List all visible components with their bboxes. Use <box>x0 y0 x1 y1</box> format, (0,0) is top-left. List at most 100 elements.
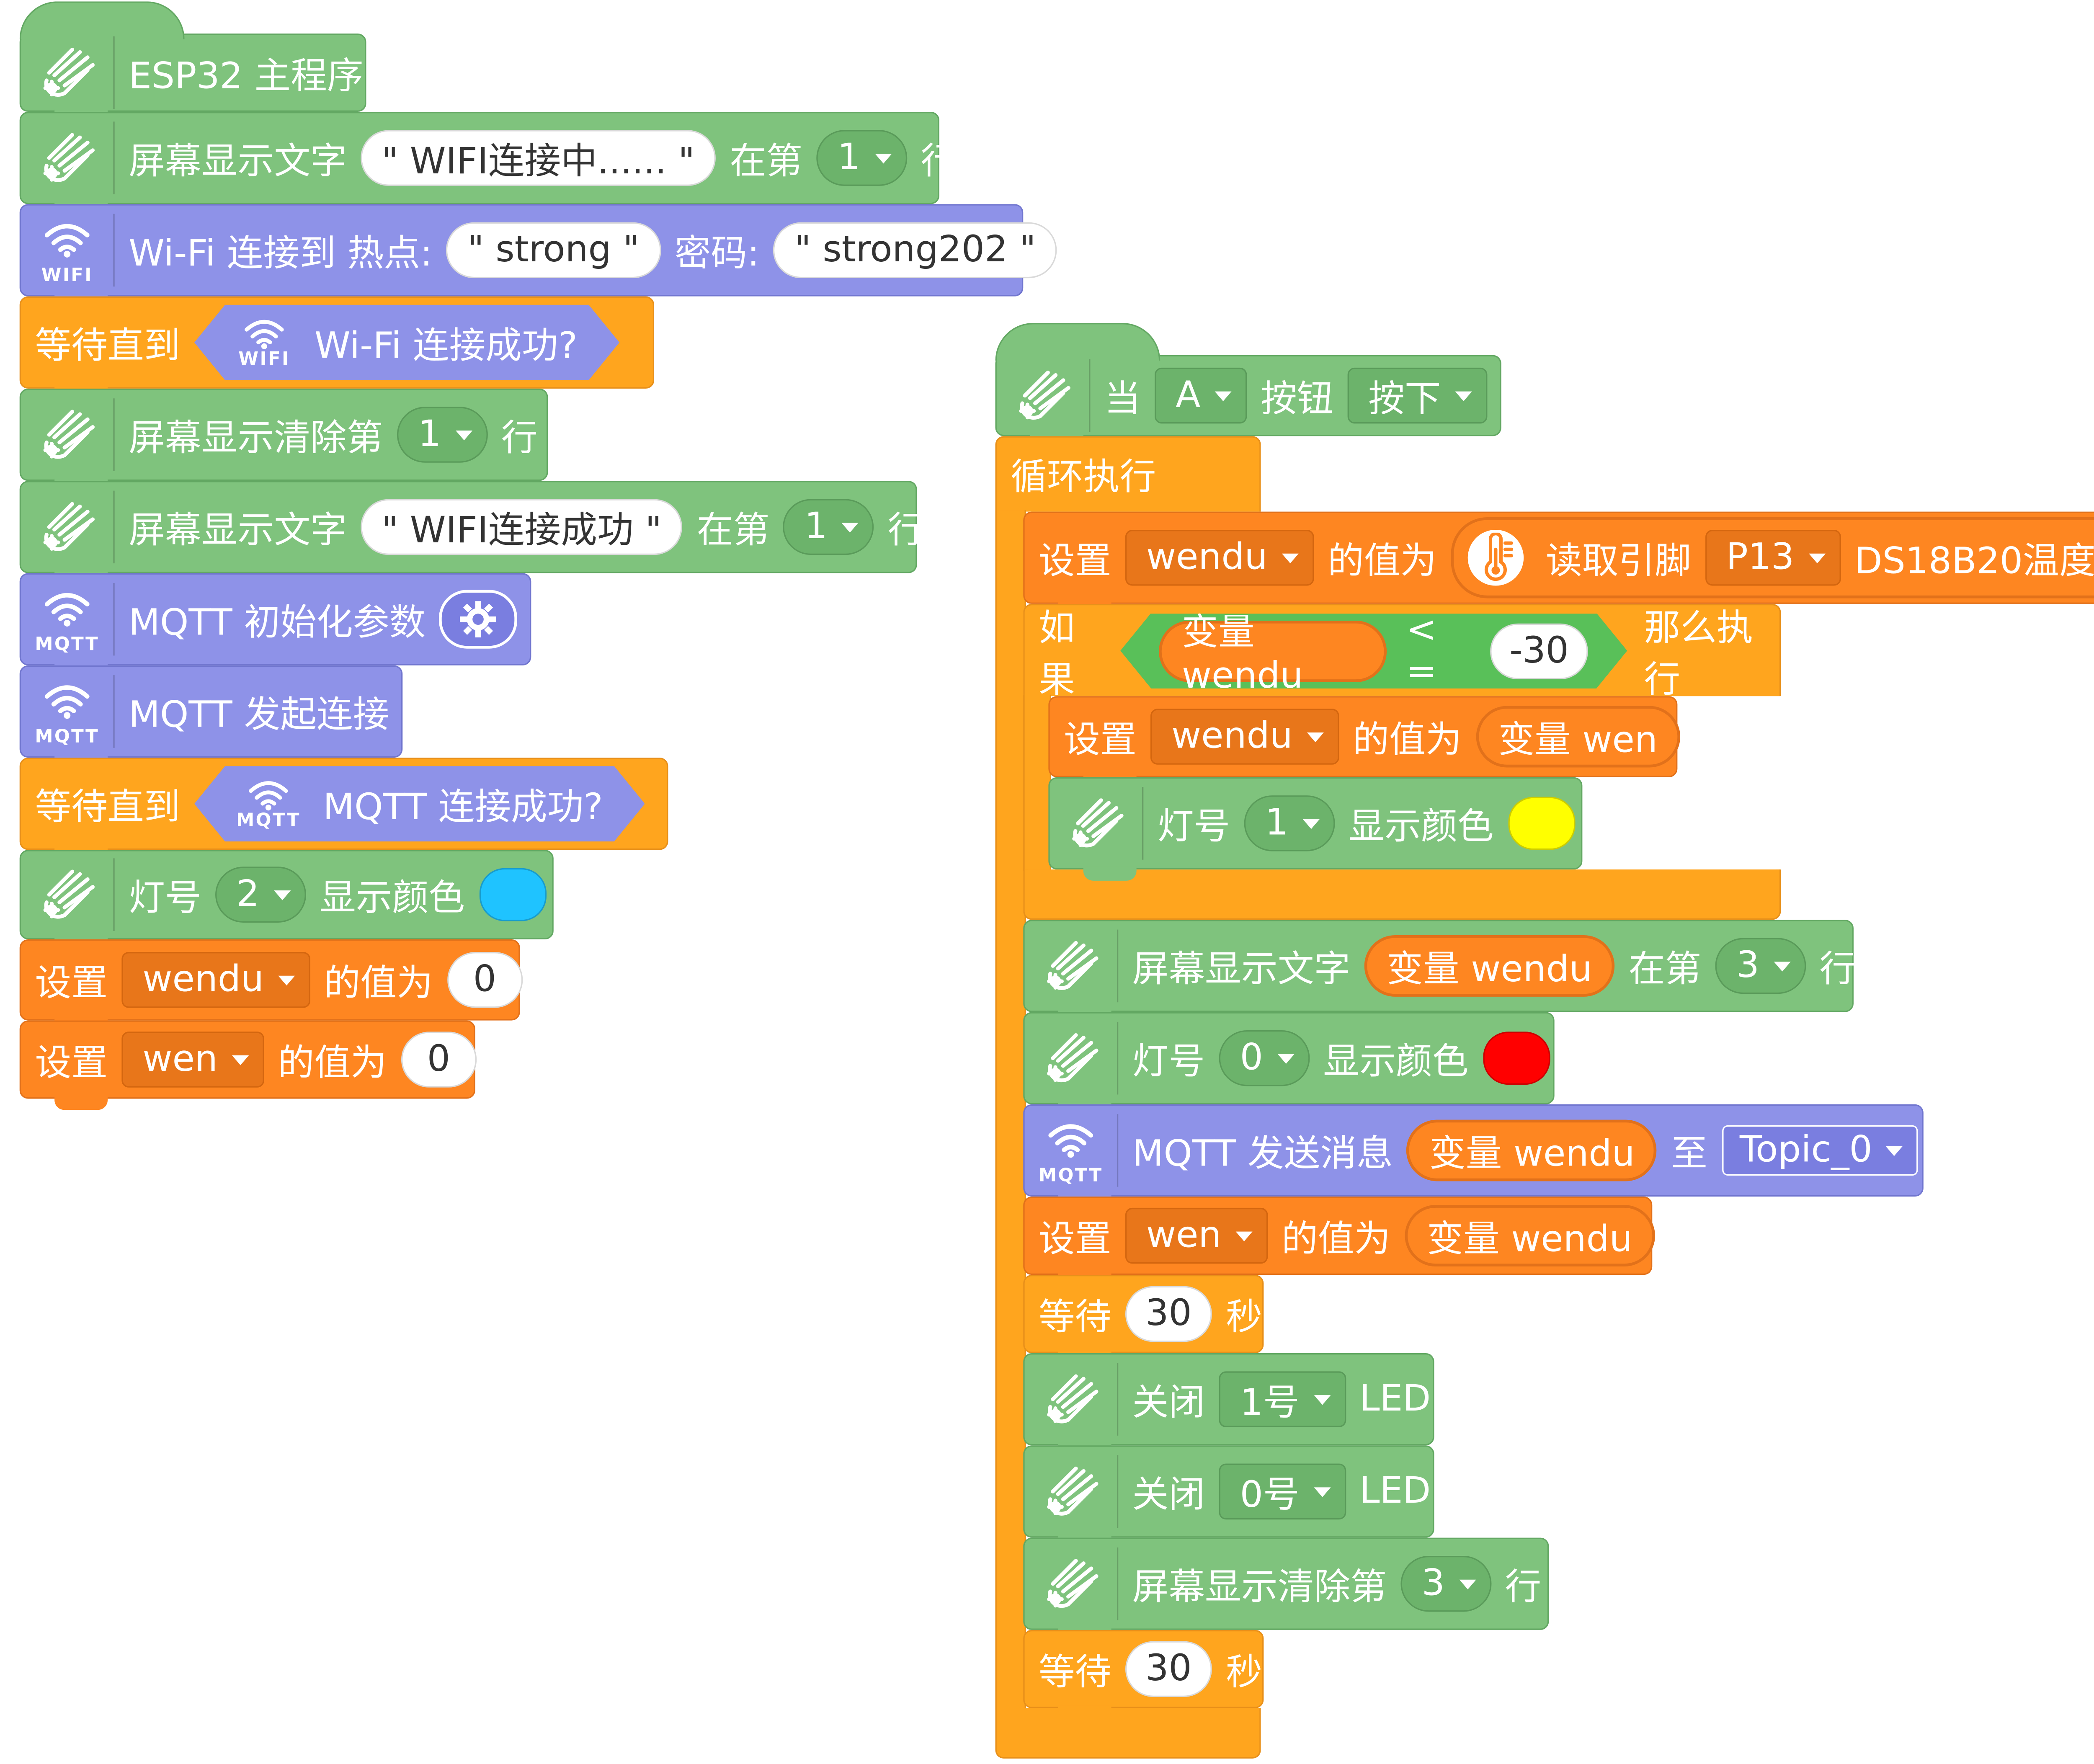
block-label: 设置 <box>35 1042 108 1084</box>
screen-show-text-block[interactable]: 屏幕显示文字 " WIFI连接成功 " 在第 1 行 <box>19 481 924 585</box>
led-color-block[interactable]: 灯号 2 显示颜色 <box>19 850 554 951</box>
mqtt-connected-condition[interactable]: MQTT MQTT 连接成功? <box>194 766 645 841</box>
block-label: MQTT 发送消息 <box>1132 1133 1393 1175</box>
line-dropdown[interactable]: 1 <box>783 499 874 555</box>
set-variable-block[interactable]: 设置 wendu 的值为 变量 wen <box>1048 696 1680 789</box>
ds18b20-read-reporter[interactable]: 读取引脚 P13 DS18B20温度(℃) <box>1450 517 2094 598</box>
block-label: 灯号 <box>1157 806 1230 848</box>
variable-reporter[interactable]: 变量 wendu <box>1160 620 1387 681</box>
row-label: 行 <box>501 417 538 459</box>
mqtt-init-block[interactable]: MQTT MQTT 初始化参数 <box>19 573 531 677</box>
color-swatch-red[interactable] <box>1482 1032 1550 1085</box>
set-variable-block[interactable]: 设置 wendu 的值为 0 <box>19 939 523 1032</box>
pin-name: P13 <box>1726 536 1795 579</box>
led-name: 1号 <box>1240 1382 1300 1424</box>
chevron-down-icon <box>1459 1579 1476 1589</box>
forever-loop-block[interactable]: 循环执行 <box>995 436 1261 512</box>
esp32-hand-icon <box>1033 1363 1119 1436</box>
wifi-icon: WIFI <box>29 214 115 287</box>
screen-show-text-block[interactable]: 屏幕显示文字 变量 wendu 在第 3 行 <box>1023 920 1856 1024</box>
variable-reporter[interactable]: 变量 wendu <box>1404 1205 1655 1267</box>
wait-seconds-block[interactable]: 等待 30 秒 <box>1023 1630 1264 1720</box>
set-variable-block[interactable]: 设置 wen 的值为 变量 wendu <box>1023 1197 1655 1286</box>
esp32-hand-icon <box>1033 929 1119 1003</box>
action-dropdown[interactable]: 按下 <box>1347 367 1487 424</box>
line-dropdown[interactable]: 1 <box>397 407 487 463</box>
text-input[interactable]: " WIFI连接成功 " <box>361 499 683 555</box>
button-event-hat-block[interactable]: 当 A 按钮 按下 <box>995 323 1501 448</box>
led-number-dropdown[interactable]: 0 <box>1219 1030 1310 1086</box>
mqtt-connect-block[interactable]: MQTT MQTT 发起连接 <box>19 665 403 769</box>
turn-off-led-block[interactable]: 关闭 1号 LED <box>1023 1353 1434 1457</box>
wait-until-wifi-block[interactable]: 等待直到 WIFI Wi-Fi 连接成功? <box>19 296 655 400</box>
seconds-input[interactable]: 30 <box>1125 1286 1212 1342</box>
line-dropdown[interactable]: 1 <box>816 130 907 186</box>
esp32-hand-icon <box>29 398 115 471</box>
wifi-connect-block[interactable]: WIFI Wi-Fi 连接到 热点: " strong " 密码: " stro… <box>19 204 1057 308</box>
led-color-block[interactable]: 灯号 1 显示颜色 <box>1048 777 1583 881</box>
variable-dropdown[interactable]: wendu <box>1125 530 1314 586</box>
led-number-dropdown[interactable]: 2 <box>215 867 306 923</box>
value-input[interactable]: 0 <box>401 1032 477 1088</box>
mqtt-icon-label: MQTT <box>35 634 100 656</box>
button-label: 按钮 <box>1261 378 1333 420</box>
seconds-unit: 秒 <box>1226 1651 1263 1694</box>
chevron-down-icon <box>455 430 472 440</box>
button-dropdown[interactable]: A <box>1155 367 1247 424</box>
wifi-icon-label: WIFI <box>41 266 93 287</box>
led-dropdown[interactable]: 0号 <box>1219 1463 1346 1520</box>
value-input[interactable]: 0 <box>447 952 523 1008</box>
ssid-input[interactable]: " strong " <box>446 222 661 279</box>
line-dropdown[interactable]: 3 <box>1715 938 1806 994</box>
color-swatch-yellow[interactable] <box>1508 797 1575 850</box>
wait-until-mqtt-block[interactable]: 等待直到 MQTT MQTT 连接成功? <box>19 758 668 861</box>
thermometer-icon <box>1467 530 1524 586</box>
color-swatch-cyan[interactable] <box>479 868 546 921</box>
variable-name: wendu <box>1146 536 1268 579</box>
esp32-main-hat-block[interactable]: ESP32 主程序 <box>19 1 366 123</box>
variable-reporter[interactable]: 变量 wen <box>1475 706 1680 768</box>
esp32-hand-icon <box>1033 1547 1119 1620</box>
chevron-down-icon <box>1235 1230 1252 1241</box>
mqtt-icon: MQTT <box>1033 1114 1119 1187</box>
line-dropdown[interactable]: 3 <box>1400 1555 1491 1612</box>
turn-off-led-block[interactable]: 关闭 0号 LED <box>1023 1445 1434 1549</box>
variable-dropdown[interactable]: wen <box>121 1032 264 1088</box>
chevron-down-icon <box>874 153 892 163</box>
gear-icon[interactable] <box>439 590 518 649</box>
compare-value-input[interactable]: -30 <box>1490 623 1588 679</box>
seconds-input[interactable]: 30 <box>1125 1641 1212 1697</box>
mqtt-send-message-block[interactable]: MQTT MQTT 发送消息 变量 wendu 至 Topic_0 <box>1023 1104 1924 1208</box>
esp32-hand-icon <box>1005 359 1091 432</box>
esp32-hand-icon <box>29 36 115 109</box>
screen-clear-line-block[interactable]: 屏幕显示清除第 1 行 <box>19 388 548 492</box>
screen-clear-line-block[interactable]: 屏幕显示清除第 3 行 <box>1023 1537 1549 1641</box>
if-block[interactable]: 如果 变量 wendu < = -30 那么执行 <box>1023 603 1781 701</box>
led-dropdown[interactable]: 1号 <box>1219 1371 1346 1427</box>
pin-dropdown[interactable]: P13 <box>1705 530 1841 586</box>
text-input[interactable]: " WIFI连接中...... " <box>361 130 716 186</box>
variable-reporter[interactable]: 变量 wendu <box>1364 935 1615 997</box>
variable-reporter[interactable]: 变量 wendu <box>1407 1119 1657 1181</box>
set-variable-sensor-block[interactable]: 设置 wendu 的值为 读取引脚 P13 DS18B20温度(℃) <box>1023 511 2094 615</box>
led-color-block[interactable]: 灯号 0 显示颜色 <box>1023 1012 1555 1116</box>
if-footer <box>1023 869 1781 920</box>
password-input[interactable]: " strong202 " <box>773 222 1057 279</box>
variable-dropdown[interactable]: wendu <box>121 952 310 1008</box>
chevron-down-icon <box>1455 390 1472 401</box>
wait-seconds-block[interactable]: 等待 30 秒 <box>1023 1275 1264 1364</box>
variable-dropdown[interactable]: wen <box>1125 1207 1268 1264</box>
block-label: 关闭 <box>1132 1382 1205 1424</box>
block-label: 等待直到 <box>35 786 181 828</box>
led-number-dropdown[interactable]: 1 <box>1244 795 1335 851</box>
screen-show-text-block[interactable]: 屏幕显示文字 " WIFI连接中...... " 在第 1 行 <box>19 112 957 216</box>
esp32-hand-icon <box>29 121 115 194</box>
block-label: 屏幕显示清除第 <box>1132 1566 1387 1609</box>
at-label: 在第 <box>730 140 803 183</box>
wifi-connected-condition[interactable]: WIFI Wi-Fi 连接成功? <box>194 305 619 380</box>
variable-dropdown[interactable]: wendu <box>1150 709 1339 765</box>
loop-footer <box>995 1708 1261 1759</box>
less-equal-condition[interactable]: 变量 wendu < = -30 <box>1120 613 1627 689</box>
topic-dropdown[interactable]: Topic_0 <box>1721 1125 1919 1176</box>
set-variable-block[interactable]: 设置 wen 的值为 0 <box>19 1020 477 1110</box>
